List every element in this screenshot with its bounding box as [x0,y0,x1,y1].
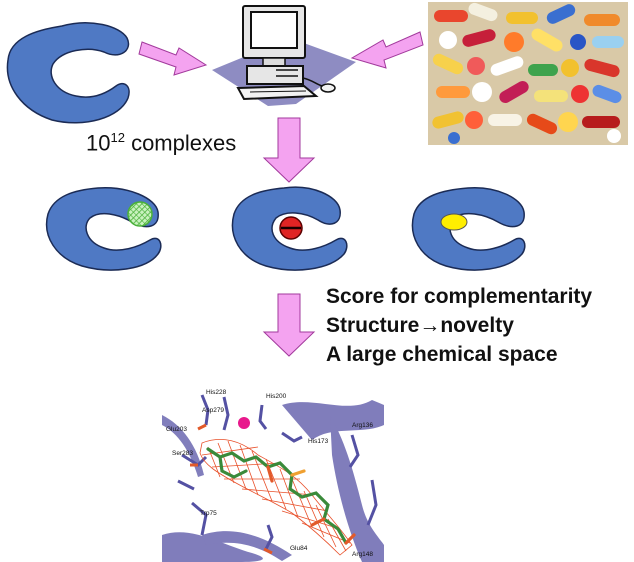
complexes-exponent: 12 [110,130,125,145]
residue-label: Glu203 [166,426,187,433]
down-arrow-upper [262,117,316,183]
residue-labels: His228 His200 Asp279 Glu203 His173 Arg13… [166,389,373,558]
benefit-novelty: Structure→novelty [326,314,514,337]
complexes-suffix: complexes [124,130,237,156]
down-arrow-lower [262,293,316,357]
docking-benefits-list: Score for complementarity Structure→nove… [326,282,592,369]
drug-pills-image [428,2,628,145]
complexes-count-label: 1012 complexes [86,130,236,156]
residue-label: Trp75 [200,510,217,517]
protein-complex-red [231,186,348,271]
residue-label: His200 [266,393,287,400]
protein-shape-top [6,22,130,124]
benefit-chemical-space: A large chemical space [326,343,558,366]
metal-ion [238,417,250,429]
residue-label: Arg136 [352,422,373,429]
residue-label: His228 [206,389,227,396]
residue-label: Arg148 [352,551,373,558]
oxygen-atoms [190,423,273,555]
ligand-molecule [206,447,356,545]
arrow-to-computer-right [350,31,424,69]
residue-label: His173 [308,438,329,445]
residue-side-chains [177,394,378,550]
pill-capsules [432,2,624,144]
computer-icon [212,5,356,106]
residue-label: Ser283 [172,450,193,457]
electron-density-mesh [199,439,353,556]
residue-label: Asp279 [202,407,224,414]
protein-complex-yellow [411,187,526,271]
complexes-base: 10 [86,130,111,156]
arrow-to-computer-left [138,41,208,76]
benefit-complementarity: Score for complementarity [326,285,593,308]
protein-complex-green [45,187,162,271]
residue-label: Glu84 [290,545,308,552]
crystal-structure-image: His228 His200 Asp279 Glu203 His173 Arg13… [162,385,384,562]
